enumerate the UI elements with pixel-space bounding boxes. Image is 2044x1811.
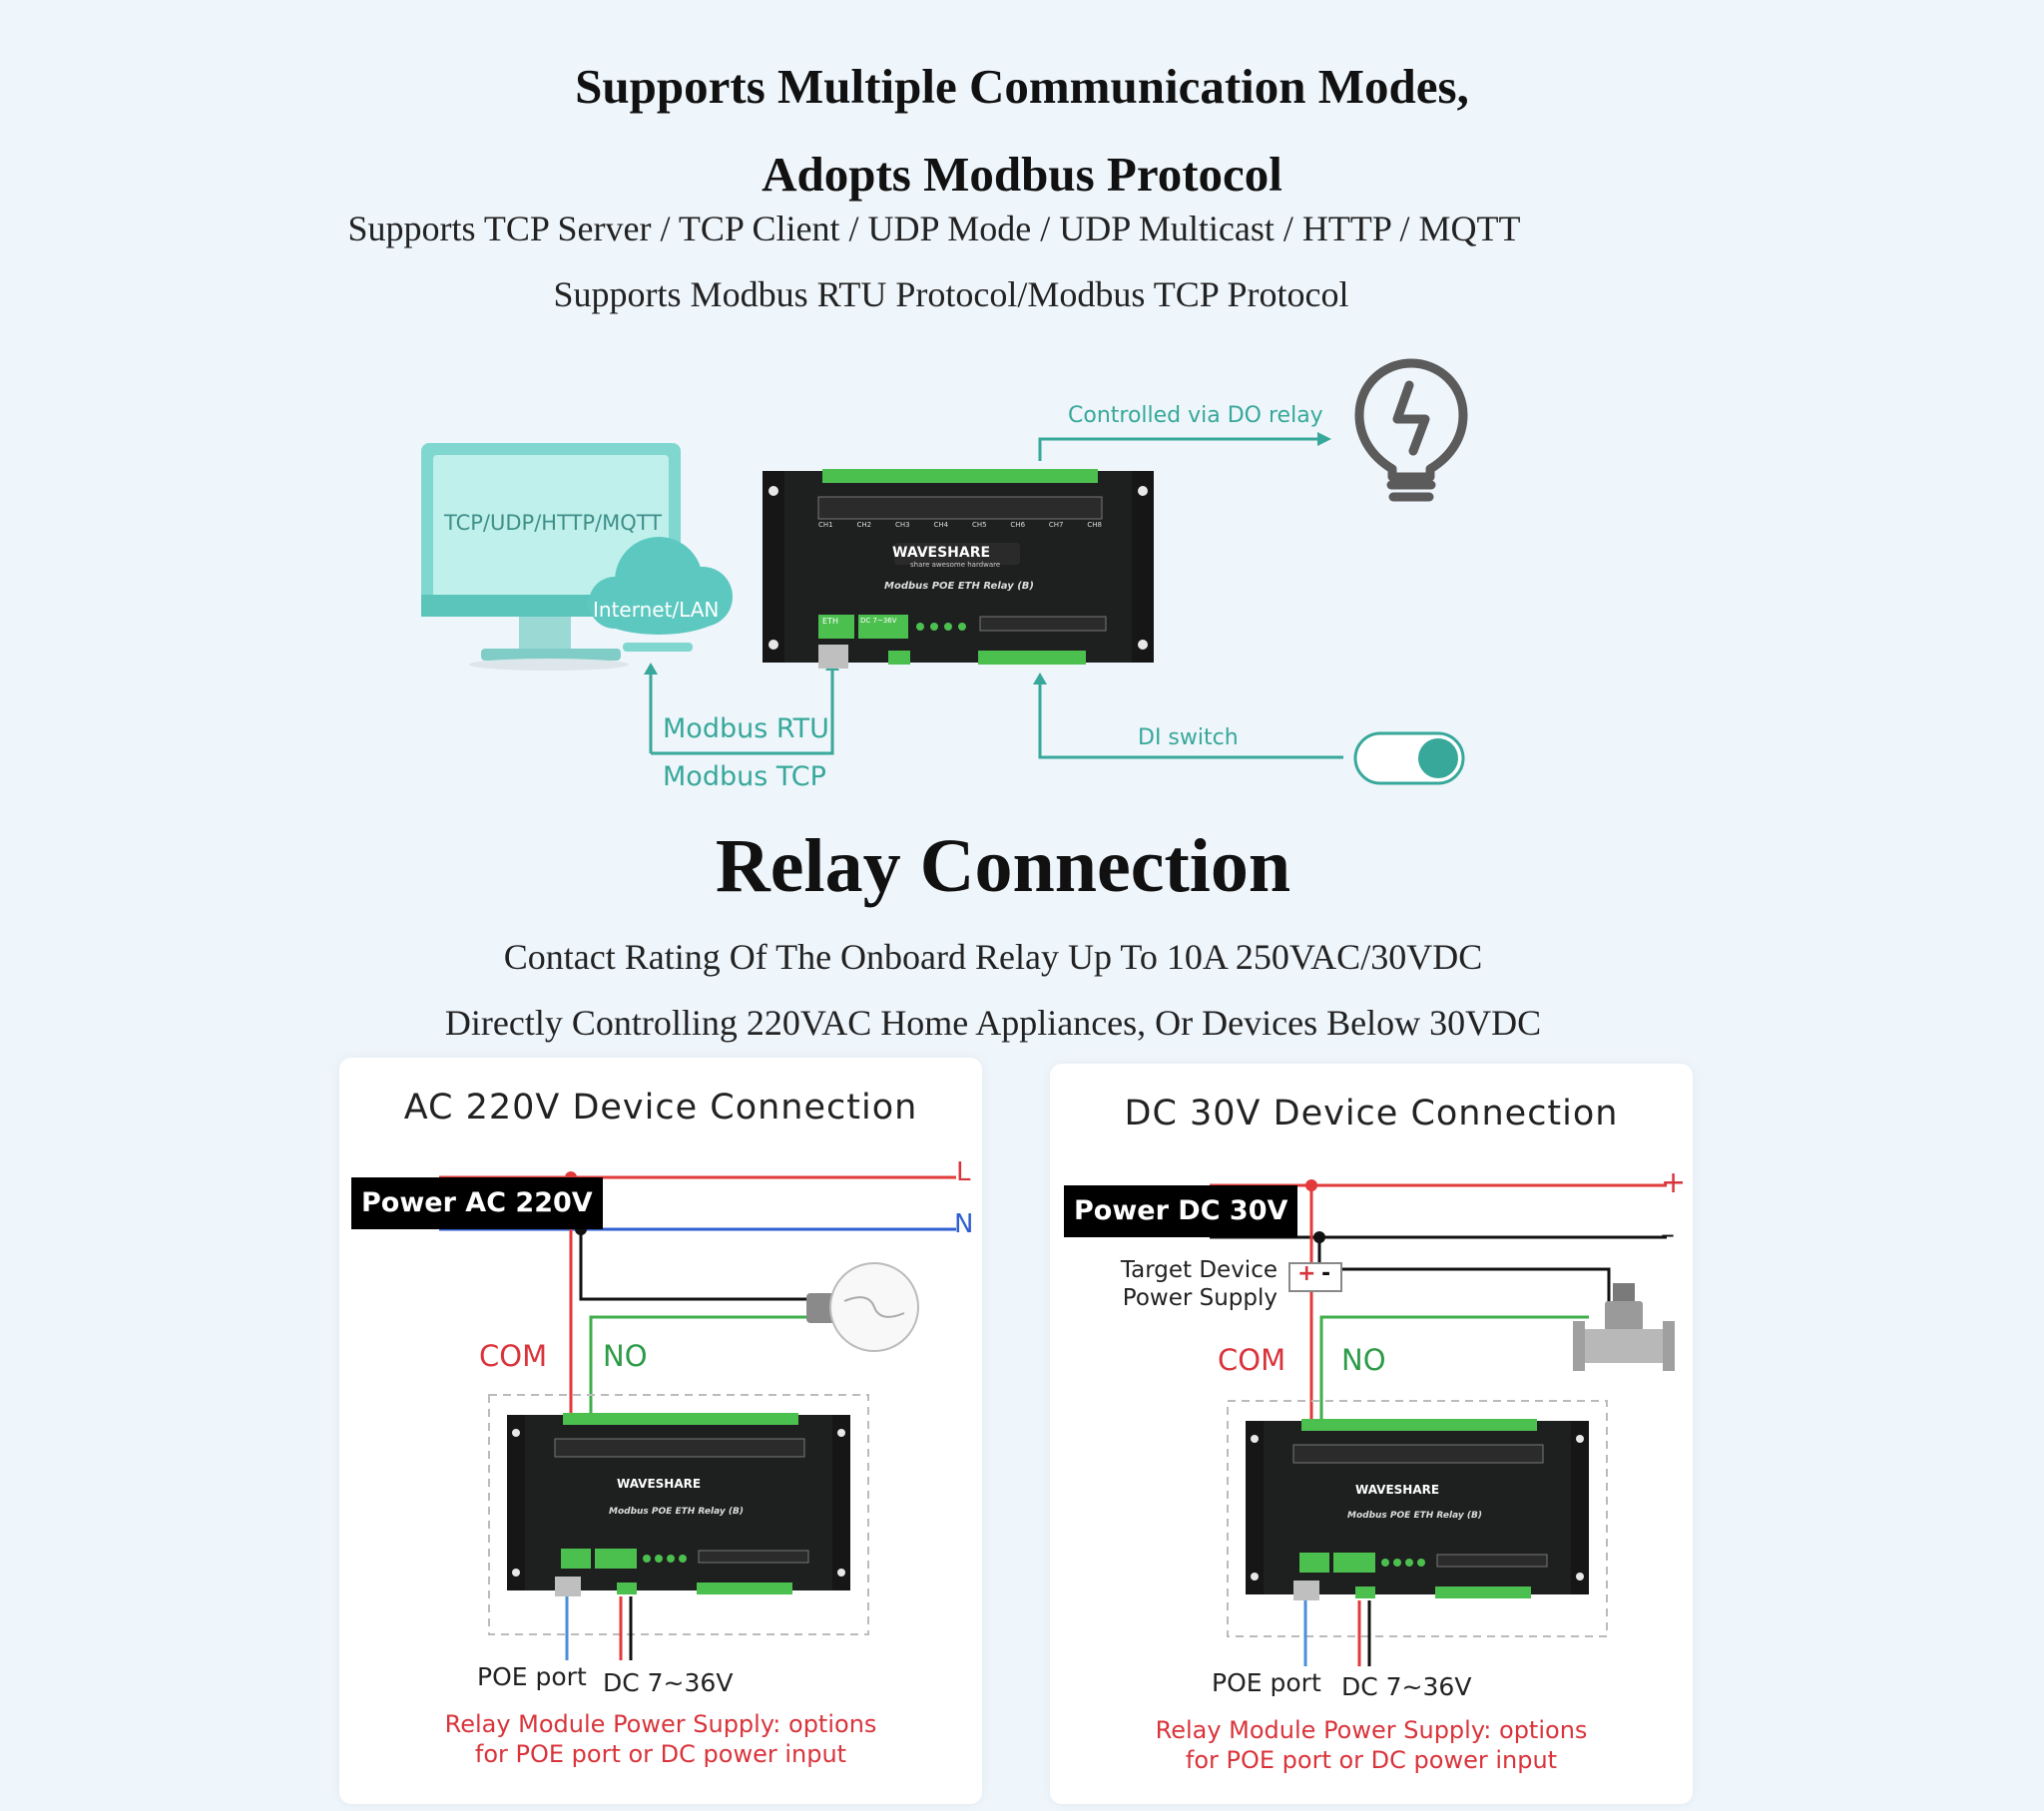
target-supply-label-line1: Target Device xyxy=(1120,1257,1278,1283)
device-tagline: share awesome hardware xyxy=(910,561,1001,569)
channel-labels: CH1 CH2 CH3 CH4 CH5 CH6 CH7 CH8 xyxy=(818,521,1102,529)
channel-label: CH1 xyxy=(818,521,833,529)
ac-poe-port-label: POE port xyxy=(477,1662,587,1691)
device-model: Modbus POE ETH Relay (B) xyxy=(884,581,1034,592)
dc-panel-title: DC 30V Device Connection xyxy=(1124,1094,1619,1133)
ac-dc-input-label: DC 7~36V xyxy=(603,1668,734,1697)
dc-no-label: NO xyxy=(1341,1343,1386,1377)
ac-power-note-line1: Relay Module Power Supply: options xyxy=(444,1710,877,1738)
ac-device-brand: WAVESHARE xyxy=(617,1477,702,1491)
ac-device-model: Modbus POE ETH Relay (B) xyxy=(609,1507,744,1517)
channel-label: CH8 xyxy=(1087,521,1102,529)
dc-device-model: Modbus POE ETH Relay (B) xyxy=(1347,1511,1482,1521)
ac-connection-panel: AC 220V Device Connection Power AC 220V … xyxy=(339,1058,982,1804)
dc-com-label: COM xyxy=(1218,1343,1286,1377)
modbus-rtu-label: Modbus RTU xyxy=(663,713,829,744)
subtitle-protocols: Supports Modbus RTU Protocol/Modbus TCP … xyxy=(553,274,1349,314)
device-dc-label: DC 7~36V xyxy=(860,617,897,625)
supply-box-plus: + xyxy=(1297,1261,1316,1286)
lightbulb-icon xyxy=(1354,358,1468,502)
dc-line-plus-label: + xyxy=(1661,1165,1687,1200)
dc-poe-port-label: POE port xyxy=(1212,1668,1321,1697)
target-supply-label-line2: Power Supply xyxy=(1122,1285,1278,1311)
device-eth-label: ETH xyxy=(822,617,838,626)
modbus-tcp-label: Modbus TCP xyxy=(663,761,826,792)
relay-device-svg xyxy=(763,469,1154,669)
ac-com-label: COM xyxy=(479,1339,548,1373)
relay-contact-rating: Contact Rating Of The Onboard Relay Up T… xyxy=(503,937,1483,977)
ac-line-l-label: L xyxy=(956,1157,971,1187)
main-title-line2: Adopts Modbus Protocol xyxy=(762,147,1282,202)
dc-power-label: Power DC 30V xyxy=(1064,1185,1298,1237)
do-relay-label: Controlled via DO relay xyxy=(1068,403,1323,428)
ac-line-n-label: N xyxy=(954,1209,974,1239)
cloud-label: Internet/LAN xyxy=(593,598,720,622)
di-switch-label: DI switch xyxy=(1138,725,1239,750)
supply-box-minus: - xyxy=(1321,1261,1331,1286)
dc-connection-panel: DC 30V Device Connection Power DC 30V + … xyxy=(1050,1064,1693,1804)
toggle-switch-icon xyxy=(1353,731,1465,785)
channel-label: CH7 xyxy=(1048,521,1064,529)
subtitle-modes: Supports TCP Server / TCP Client / UDP M… xyxy=(347,209,1521,248)
relay-control-scope: Directly Controlling 220VAC Home Applian… xyxy=(444,1003,1542,1043)
relay-connection-title: Relay Connection xyxy=(715,824,1291,908)
channel-label: CH2 xyxy=(856,521,872,529)
dc-power-note-line1: Relay Module Power Supply: options xyxy=(1155,1716,1588,1744)
main-title-line1: Supports Multiple Communication Modes, xyxy=(575,59,1469,114)
ac-power-note-line2: for POE port or DC power input xyxy=(474,1740,847,1768)
dc-wiring-svg xyxy=(1210,1179,1675,1666)
channel-label: CH3 xyxy=(894,521,910,529)
cloud-icon xyxy=(587,537,733,652)
dc-device-brand: WAVESHARE xyxy=(1355,1483,1440,1497)
dc-line-minus-label: – xyxy=(1661,1217,1675,1250)
monitor-protocol-label: TCP/UDP/HTTP/MQTT xyxy=(444,511,663,535)
relay-device-icon xyxy=(1246,1419,1589,1600)
comm-diagram-svg xyxy=(421,358,1468,785)
channel-label: CH6 xyxy=(1010,521,1026,529)
channel-label: CH4 xyxy=(933,521,949,529)
dc-dc-input-label: DC 7~36V xyxy=(1341,1672,1472,1701)
dc-power-note-line2: for POE port or DC power input xyxy=(1185,1746,1558,1774)
communication-diagram: TCP/UDP/HTTP/MQTT Internet/LAN Controlle… xyxy=(0,0,2044,818)
channel-label: CH5 xyxy=(971,521,987,529)
device-brand: WAVESHARE xyxy=(892,545,991,561)
relay-device-icon xyxy=(507,1413,850,1596)
relay-device-image: WAVESHARE share awesome hardware Modbus … xyxy=(763,465,1154,671)
ac-panel-title: AC 220V Device Connection xyxy=(403,1088,918,1128)
ac-no-label: NO xyxy=(603,1339,648,1373)
ac-wiring-svg xyxy=(439,1171,956,1660)
ac-power-label: Power AC 220V xyxy=(351,1177,603,1229)
solenoid-valve-icon xyxy=(1573,1283,1675,1371)
lightbulb-icon xyxy=(806,1262,919,1352)
comm-lines xyxy=(649,437,1343,759)
